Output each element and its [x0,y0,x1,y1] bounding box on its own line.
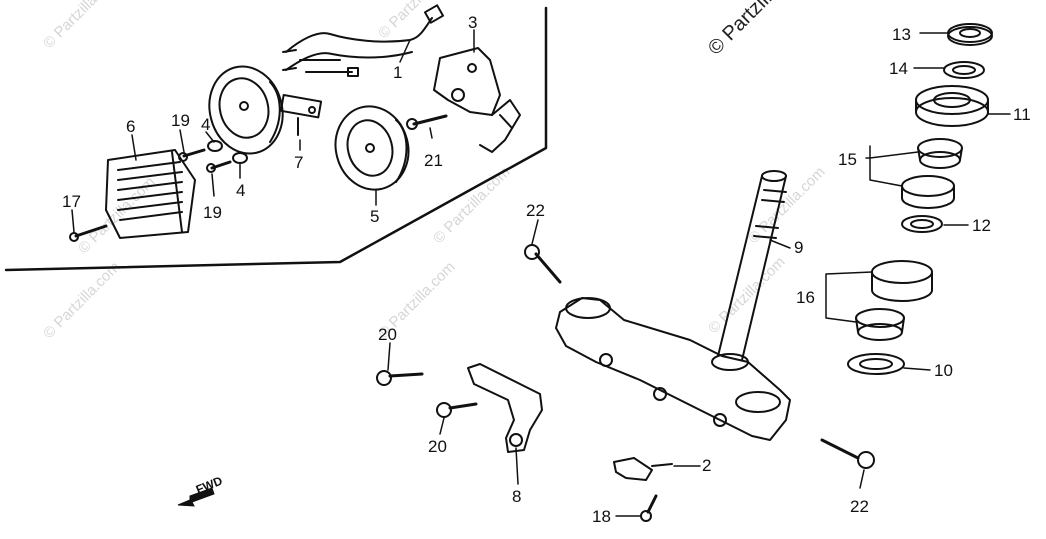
part-12-dust-seal [901,215,943,233]
callout-19-upper: 19 [171,111,190,130]
part-18-screw [640,494,658,522]
part-22-bolt-upper [524,244,562,284]
fwd-arrow: FWD [177,473,225,507]
part-8-bracket [467,363,543,453]
part-20-bolt-upper [376,370,424,386]
callout-6: 6 [126,117,135,136]
part-3-bracket [433,47,521,153]
callout-1: 1 [393,63,402,82]
callout-20-lower: 20 [428,437,447,456]
part-20-bolt-lower [436,402,478,418]
callout-14: 14 [889,59,908,78]
callout-18: 18 [592,507,611,526]
callout-3: 3 [468,13,477,32]
part-5-horn [334,105,410,191]
part-6-horn-cover [105,149,196,239]
callout-22-lower: 22 [850,497,869,516]
part-4-washer-upper [207,140,223,152]
leader-lines [71,29,1011,517]
inset-border [4,6,548,272]
callout-11: 11 [1013,105,1031,124]
callout-21: 21 [424,151,443,170]
callout-9: 9 [794,238,803,257]
part-15-upper-bearing [901,138,963,209]
callout-17: 17 [62,192,81,211]
callout-10: 10 [934,361,953,380]
part-1-wire-harness [282,4,445,77]
callout-5: 5 [370,207,379,226]
part-7-horn-bracket [279,93,323,136]
part-13-stem-nut [947,23,993,46]
part-21-bolt [406,114,448,130]
callout-labels: 1 2 3 4 4 5 6 7 8 9 10 11 12 13 14 15 16… [62,13,1031,526]
part-9-steering-stem [555,170,791,441]
part-11-adjusting-nut [915,85,989,127]
callout-13: 13 [892,25,911,44]
callout-4-lower: 4 [236,181,245,200]
part-4-washer-lower [232,152,248,164]
callout-22-upper: 22 [526,201,545,220]
callout-4-upper: 4 [201,115,210,134]
callout-7: 7 [294,153,303,172]
part-10-dust-seal [847,353,905,375]
part-22-bolt-lower [820,438,875,469]
callout-16: 16 [796,288,815,307]
callout-12: 12 [972,216,991,235]
part-19-screw-upper [178,148,206,162]
callout-8: 8 [512,487,521,506]
callout-15: 15 [838,150,857,169]
callout-19-lower: 19 [203,203,222,222]
callout-2: 2 [702,456,711,475]
part-19-screw-lower [206,160,232,173]
part-2-clamp [613,457,673,481]
part-14-lock-washer [943,61,985,79]
callout-20-upper: 20 [378,325,397,344]
part-horn-a [208,65,284,155]
part-17-screw [69,224,108,242]
